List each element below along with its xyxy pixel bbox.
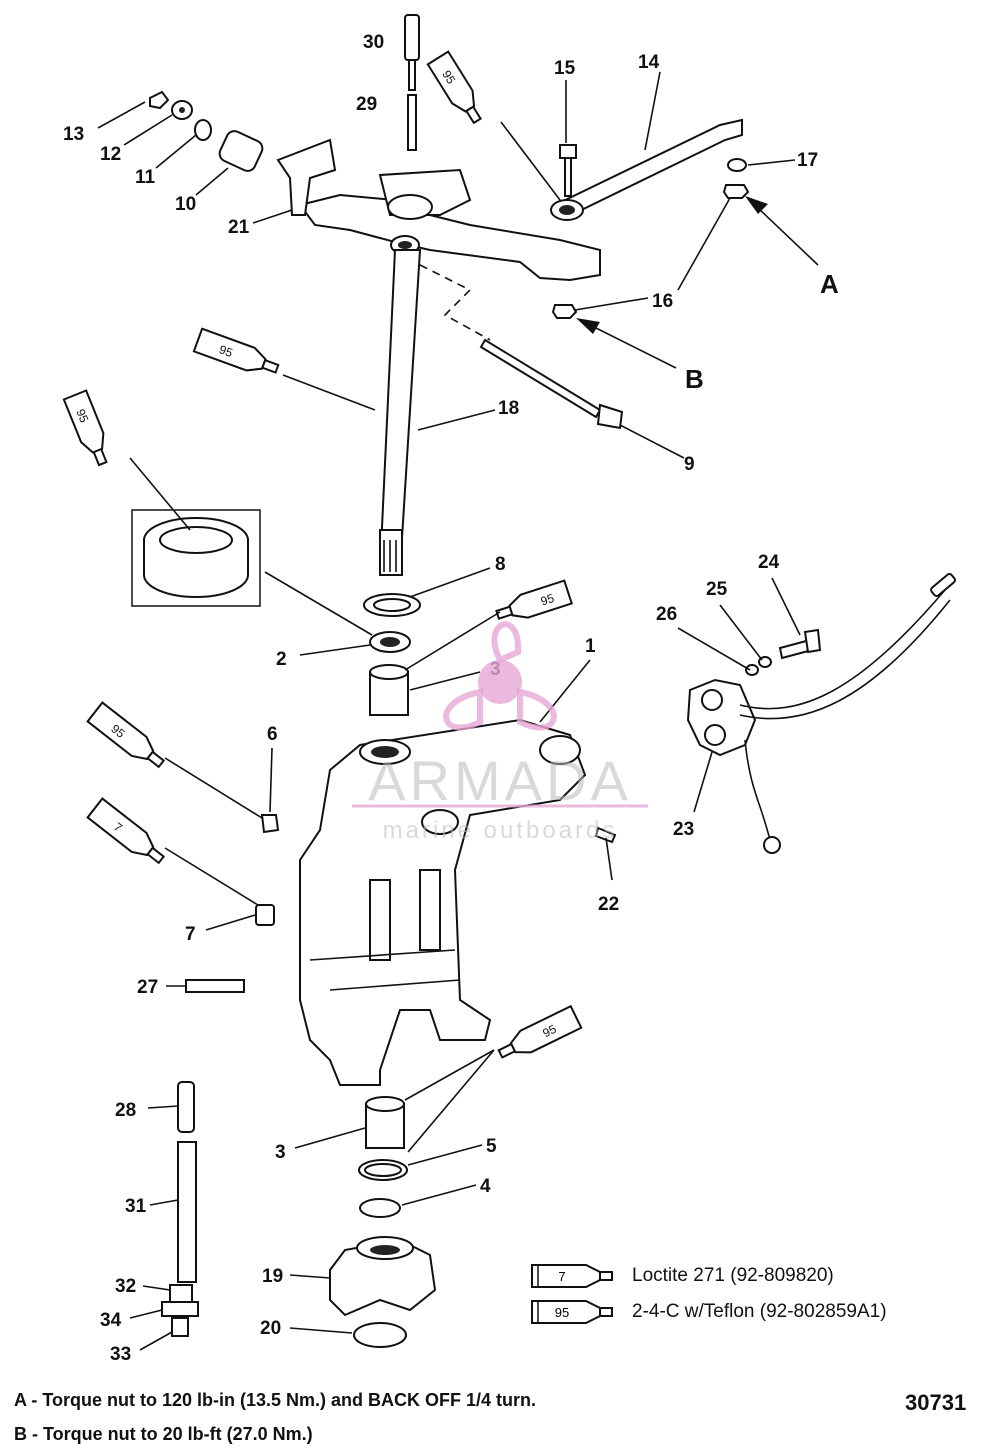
arrow-b-label: B: [685, 364, 704, 394]
callout-26: 26: [656, 604, 677, 625]
callout-7: 7: [185, 924, 196, 945]
legend: 7 Loctite 271 (92-809820) 95 2-4-C w/Tef…: [528, 1258, 968, 1330]
tube-95-seal: 95: [62, 389, 108, 467]
callout-9: 9: [684, 454, 695, 475]
callout-18: 18: [498, 398, 519, 419]
callout-29: 29: [356, 94, 377, 115]
arrow-a: [745, 196, 819, 266]
callout-12: 12: [100, 144, 121, 165]
svg-text:95: 95: [217, 342, 235, 360]
note-a: A - Torque nut to 120 lb-in (13.5 Nm.) a…: [14, 1390, 537, 1410]
callout-11: 11: [135, 167, 156, 188]
tube-95-grease-fitting: 95: [86, 701, 166, 769]
callout-4: 4: [480, 1176, 491, 1197]
arrow-b: [576, 318, 677, 369]
callout-labels: 1 2 3 3 4 5 6 7 8 9 10 11 12 13 14 15 16…: [63, 32, 839, 1365]
svg-text:95: 95: [555, 1305, 569, 1320]
bolt-path: [419, 264, 491, 341]
callout-19: 19: [262, 1266, 283, 1287]
callout-31: 31: [125, 1196, 147, 1217]
callout-25: 25: [706, 579, 728, 600]
swivel-bracket: [299, 718, 587, 1086]
callout-16: 16: [652, 291, 673, 312]
callout-22: 22: [598, 894, 619, 915]
svg-text:95: 95: [540, 1022, 558, 1041]
callout-20: 20: [260, 1318, 281, 1339]
callout-32: 32: [115, 1276, 136, 1297]
tube-95-top: 95: [426, 50, 482, 125]
seal-inset: [131, 509, 261, 607]
callout-17: 17: [797, 150, 818, 171]
callout-14: 14: [638, 52, 660, 73]
note-b: B - Torque nut to 20 lb-ft (27.0 Nm.): [14, 1424, 313, 1444]
callout-5: 5: [486, 1136, 497, 1157]
callout-6: 6: [267, 724, 278, 745]
callout-34: 34: [100, 1310, 122, 1331]
callout-28: 28: [115, 1100, 136, 1121]
callout-3-lower: 3: [275, 1142, 286, 1163]
tube-95-lower: 95: [497, 1004, 583, 1059]
small-parts: [149, 14, 956, 1348]
steering-arm: [298, 168, 601, 282]
diagram-number: 30731: [905, 1390, 967, 1415]
tube-95-bushing: 95: [495, 579, 573, 620]
arrow-a-label: A: [820, 269, 839, 299]
callout-3-upper: 3: [490, 659, 501, 680]
callout-27: 27: [137, 977, 158, 998]
steering-yoke: [329, 1236, 437, 1317]
tube-icon: 95: [531, 1300, 613, 1324]
svg-text:95: 95: [73, 407, 91, 425]
tube-95-tube: 95: [192, 327, 280, 374]
svg-text:95: 95: [539, 591, 556, 609]
callout-10: 10: [175, 194, 196, 215]
tube-7-plug: 7: [86, 797, 166, 865]
legend-row-loctite: 7 Loctite 271 (92-809820): [528, 1258, 968, 1294]
callout-13: 13: [63, 124, 84, 145]
callout-23: 23: [673, 819, 694, 840]
callout-15: 15: [554, 58, 576, 79]
legend-row-grease: 95 2-4-C w/Teflon (92-802859A1): [528, 1294, 968, 1330]
callout-2: 2: [276, 649, 287, 670]
callout-30: 30: [363, 32, 384, 53]
steering-tube: [378, 249, 422, 576]
callout-33: 33: [110, 1344, 131, 1365]
callout-8: 8: [495, 554, 506, 575]
leader-lines: [97, 71, 801, 1351]
callout-1: 1: [585, 636, 596, 657]
svg-text:7: 7: [558, 1269, 565, 1284]
callout-24: 24: [758, 552, 780, 573]
tube-icon: 7: [531, 1264, 613, 1288]
grease-tubes: 95 95 95 95 95 7 95: [62, 50, 583, 1059]
callout-21: 21: [228, 217, 250, 238]
legend-text-loctite: Loctite 271 (92-809820): [632, 1265, 834, 1286]
legend-text-grease: 2-4-C w/Teflon (92-802859A1): [632, 1301, 887, 1322]
